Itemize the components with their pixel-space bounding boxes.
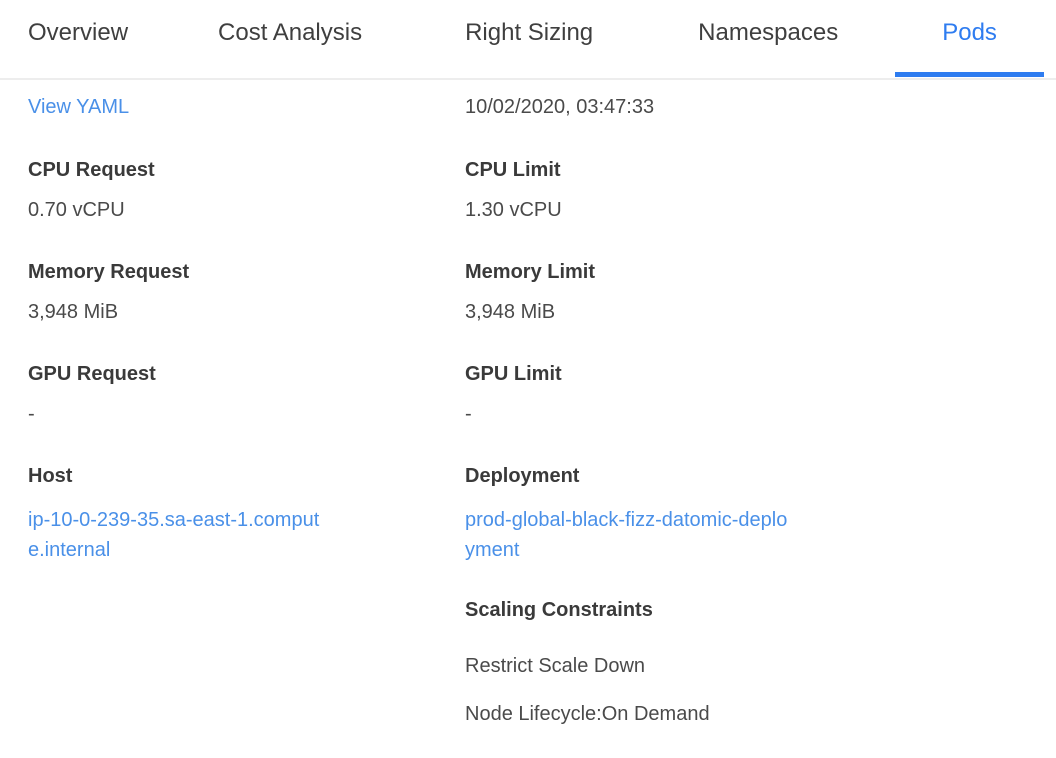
- deployment-link[interactable]: prod-global-black-fizz-datomic-deploymen…: [465, 509, 788, 561]
- memory-limit-field: Memory Limit 3,948 MiB: [465, 261, 1056, 324]
- gpu-request-value: -: [28, 403, 35, 425]
- host-label: Host: [28, 465, 73, 487]
- deployment-field: Deployment prod-global-black-fizz-datomi…: [465, 465, 1056, 565]
- gpu-request-label: GPU Request: [28, 363, 156, 385]
- cpu-request-field: CPU Request 0.70 vCPU: [28, 159, 465, 222]
- memory-request-label: Memory Request: [28, 261, 190, 283]
- cpu-limit-value: 1.30 vCPU: [465, 199, 562, 221]
- memory-limit-label: Memory Limit: [465, 261, 596, 283]
- details-column-right: 10/02/2020, 03:47:33 CPU Limit 1.30 vCPU…: [465, 96, 1056, 726]
- view-yaml-row: View YAML: [28, 96, 465, 119]
- timestamp-row: 10/02/2020, 03:47:33: [465, 96, 1056, 119]
- scaling-constraint-item: Restrict Scale Down: [465, 655, 646, 677]
- details-column-left: View YAML CPU Request 0.70 vCPU Memory R…: [28, 96, 465, 726]
- tab-overview[interactable]: Overview: [28, 19, 129, 46]
- pod-details: View YAML CPU Request 0.70 vCPU Memory R…: [0, 80, 1056, 726]
- scaling-constraints-label: Scaling Constraints: [465, 599, 653, 621]
- memory-request-field: Memory Request 3,948 MiB: [28, 261, 465, 324]
- host-field: Host ip-10-0-239-35.sa-east-1.compute.in…: [28, 465, 465, 565]
- memory-request-value: 3,948 MiB: [28, 301, 119, 323]
- gpu-limit-label: GPU Limit: [465, 363, 562, 385]
- tab-namespaces[interactable]: Namespaces: [698, 19, 839, 46]
- gpu-request-field: GPU Request -: [28, 363, 465, 426]
- view-yaml-link[interactable]: View YAML: [28, 96, 130, 118]
- memory-limit-value: 3,948 MiB: [465, 301, 556, 323]
- cpu-limit-field: CPU Limit 1.30 vCPU: [465, 159, 1056, 222]
- tab-pods[interactable]: Pods: [895, 0, 1044, 78]
- scaling-constraints-field: Scaling Constraints: [465, 599, 1056, 622]
- gpu-limit-field: GPU Limit -: [465, 363, 1056, 426]
- last-updated-timestamp: 10/02/2020, 03:47:33: [465, 96, 655, 118]
- tab-bar: Overview Cost Analysis Right Sizing Name…: [0, 0, 1056, 80]
- tab-cost-analysis[interactable]: Cost Analysis: [218, 19, 363, 46]
- host-link[interactable]: ip-10-0-239-35.sa-east-1.compute.interna…: [28, 509, 320, 561]
- tab-right-sizing[interactable]: Right Sizing: [465, 19, 594, 46]
- gpu-limit-value: -: [465, 403, 472, 425]
- cpu-limit-label: CPU Limit: [465, 159, 561, 181]
- scaling-constraint-item: Node Lifecycle:On Demand: [465, 703, 710, 725]
- cpu-request-value: 0.70 vCPU: [28, 199, 125, 221]
- deployment-label: Deployment: [465, 465, 580, 487]
- cpu-request-label: CPU Request: [28, 159, 155, 181]
